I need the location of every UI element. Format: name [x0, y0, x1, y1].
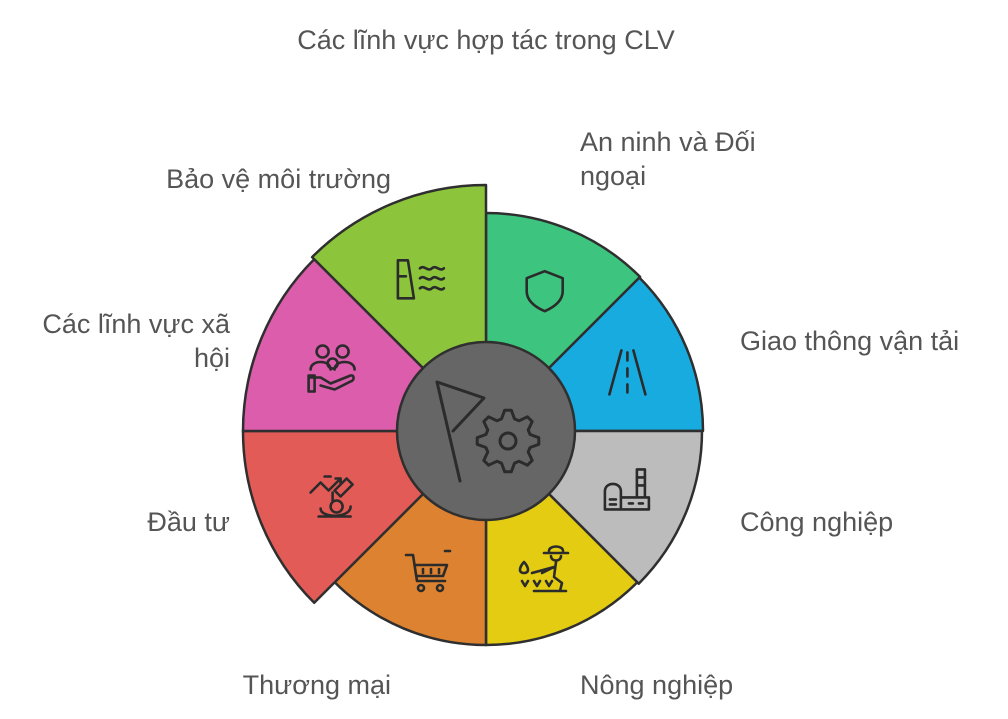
- flag-icon: [435, 380, 486, 483]
- farmer-icon: [518, 545, 570, 593]
- hub-icons: [435, 380, 541, 483]
- label-nong-nghiep: Nông nghiệp: [580, 670, 733, 700]
- investment-icon: [309, 475, 354, 518]
- label-giao-thong-van-tai: Giao thông vận tải: [740, 326, 959, 356]
- community-care-icon: [307, 344, 356, 393]
- icons-layer: [307, 258, 651, 593]
- dam-icon: [396, 258, 446, 300]
- factory-icon: [603, 468, 651, 511]
- shield-icon: [525, 269, 565, 313]
- label-cong-nghiep: Công nghiệp: [740, 507, 893, 537]
- diagram-title: Các lĩnh vực hợp tác trong CLV: [297, 25, 674, 55]
- road-icon: [608, 349, 647, 396]
- label-bao-ve-moi-truong: Bảo vệ môi trường: [166, 164, 391, 194]
- shopping-cart-icon: [404, 549, 452, 593]
- label-thuong-mai: Thương mại: [243, 670, 391, 700]
- label-dau-tu: Đầu tư: [147, 507, 230, 537]
- gear-icon: [475, 408, 541, 474]
